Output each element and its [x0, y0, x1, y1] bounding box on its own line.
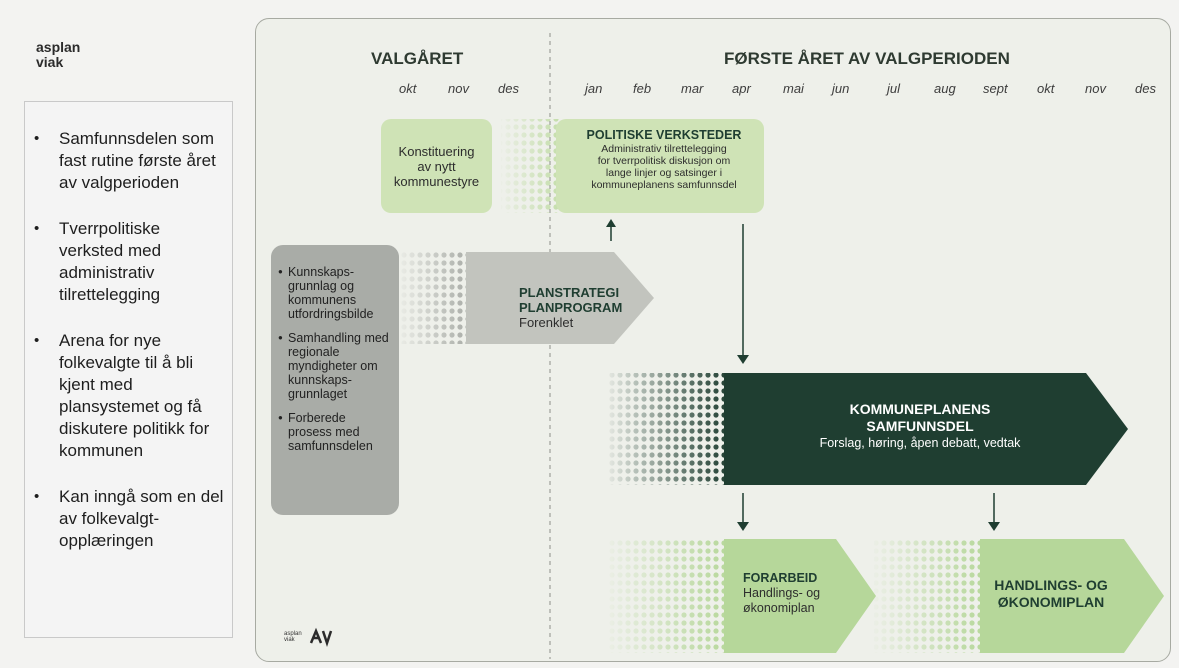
- forarbeid-line: FORARBEID: [743, 571, 818, 585]
- planstrategi-line: Forenklet: [519, 315, 574, 330]
- politiske-fade: [501, 119, 561, 213]
- month-label: okt: [1037, 81, 1055, 96]
- mini-logo-text: asplan viak: [284, 631, 302, 643]
- politiske-body: Administrativ tilrettelegging for tverrp…: [574, 143, 754, 191]
- month-label: mar: [681, 81, 704, 96]
- planstrategi-line: PLANPROGRAM: [519, 300, 623, 315]
- bullet-item: Tverrpolitiske verksted med administrati…: [34, 218, 224, 306]
- forarbeid-line: Handlings- og: [743, 586, 821, 600]
- mini-logo-line: asplan: [284, 631, 302, 637]
- month-label: jul: [887, 81, 901, 96]
- politiske-title: POLITISKE VERKSTEDER: [586, 128, 742, 142]
- kommuneplan-fade: [608, 373, 728, 485]
- politiske-line: lange linjer og satsinger i: [605, 167, 723, 179]
- forarbeid-fade: [608, 539, 728, 653]
- timeline-diagram: VALGÅRET FØRSTE ÅRET AV VALGPERIODEN okt…: [255, 18, 1171, 662]
- brand-logo: asplan viak: [36, 40, 80, 70]
- handlings-line: HANDLINGS- OG: [994, 577, 1108, 593]
- kommuneplan-label: KOMMUNEPLANENS SAMFUNNSDEL Forslag, høri…: [786, 401, 1054, 452]
- planstrategi-line: PLANSTRATEGI: [519, 285, 620, 300]
- bullet-list: Samfunnsdelen som fast rutine første åre…: [25, 102, 232, 552]
- month-label: aug: [934, 81, 956, 96]
- month-label: jun: [832, 81, 850, 96]
- handlings-label: HANDLINGS- OG ØKONOMIPLAN: [980, 577, 1122, 611]
- mini-logo-mark: [309, 627, 323, 644]
- bullet-item: Samfunnsdelen som fast rutine første åre…: [34, 128, 224, 194]
- month-label: feb: [633, 81, 652, 96]
- bullet-item: Kan inngå som en del av folkevalgt-opplæ…: [34, 486, 224, 552]
- month-label: des: [1135, 81, 1156, 96]
- kommuneplan-line: SAMFUNNSDEL: [866, 418, 974, 434]
- down-arrow-icon: [737, 355, 749, 364]
- header-left: VALGÅRET: [371, 49, 464, 68]
- month-label: jan: [585, 81, 603, 96]
- kommuneplan-line: Forslag, høring, åpen debatt, vedtak: [819, 436, 1021, 450]
- month-label: apr: [732, 81, 751, 96]
- logo-line-2: viak: [36, 54, 64, 70]
- down-arrow-icon: [737, 522, 749, 531]
- grey-box-item: Forberede prosess med samfunnsdelen: [278, 411, 390, 453]
- forarbeid-line: økonomiplan: [743, 601, 815, 615]
- planstrategi-fade: [399, 252, 469, 344]
- konstituering-label: Konstituering av nytt kommunestyre: [393, 143, 480, 189]
- kommuneplan-line: KOMMUNEPLANENS: [849, 401, 991, 417]
- politiske-line: for tverrpolitisk diskusjon om: [597, 155, 731, 167]
- politiske-box: [556, 119, 764, 213]
- planstrategi-arrow: [466, 252, 654, 344]
- handlings-line: ØKONOMIPLAN: [997, 594, 1105, 610]
- handlings-arrow: [980, 539, 1164, 653]
- politiske-block: POLITISKE VERKSTEDER Administrativ tilre…: [574, 128, 754, 191]
- handlings-fade: [874, 539, 984, 653]
- down-arrow-icon: [988, 522, 1000, 531]
- mini-logo-line: viak: [284, 637, 295, 643]
- grey-box-item: Kunnskaps-grunnlag og kommunens utfordri…: [278, 265, 390, 321]
- bullet-panel: Samfunnsdelen som fast rutine første åre…: [24, 101, 233, 638]
- logo-line-1: asplan: [36, 39, 81, 55]
- kommuneplan-arrow: [724, 373, 1128, 485]
- planstrategi-label: PLANSTRATEGI PLANPROGRAM Forenklet: [519, 285, 622, 330]
- grey-box-item: Samhandling med regionale myndigheter om…: [278, 331, 390, 401]
- month-label: okt: [399, 81, 417, 96]
- forarbeid-label: FORARBEID Handlings- og økonomiplan: [743, 571, 820, 616]
- month-label: nov: [1085, 81, 1106, 96]
- month-label: mai: [783, 81, 804, 96]
- grey-box-list: Kunnskaps-grunnlag og kommunens utfordri…: [278, 265, 390, 463]
- politiske-line: kommuneplanens samfunnsdel: [591, 179, 737, 191]
- up-arrow-icon: [606, 219, 616, 227]
- forarbeid-arrow: [724, 539, 876, 653]
- konstituering-box: Konstituering av nytt kommunestyre: [381, 119, 492, 213]
- politiske-line: Administrativ tilrettelegging: [601, 143, 727, 155]
- diagram-shapes: [271, 33, 1164, 659]
- header-right: FØRSTE ÅRET AV VALGPERIODEN: [724, 49, 1010, 68]
- month-label: sept: [983, 81, 1008, 96]
- month-label: nov: [448, 81, 469, 96]
- bullet-item: Arena for nye folkevalgte til å bli kjen…: [34, 330, 224, 462]
- month-label: des: [498, 81, 519, 96]
